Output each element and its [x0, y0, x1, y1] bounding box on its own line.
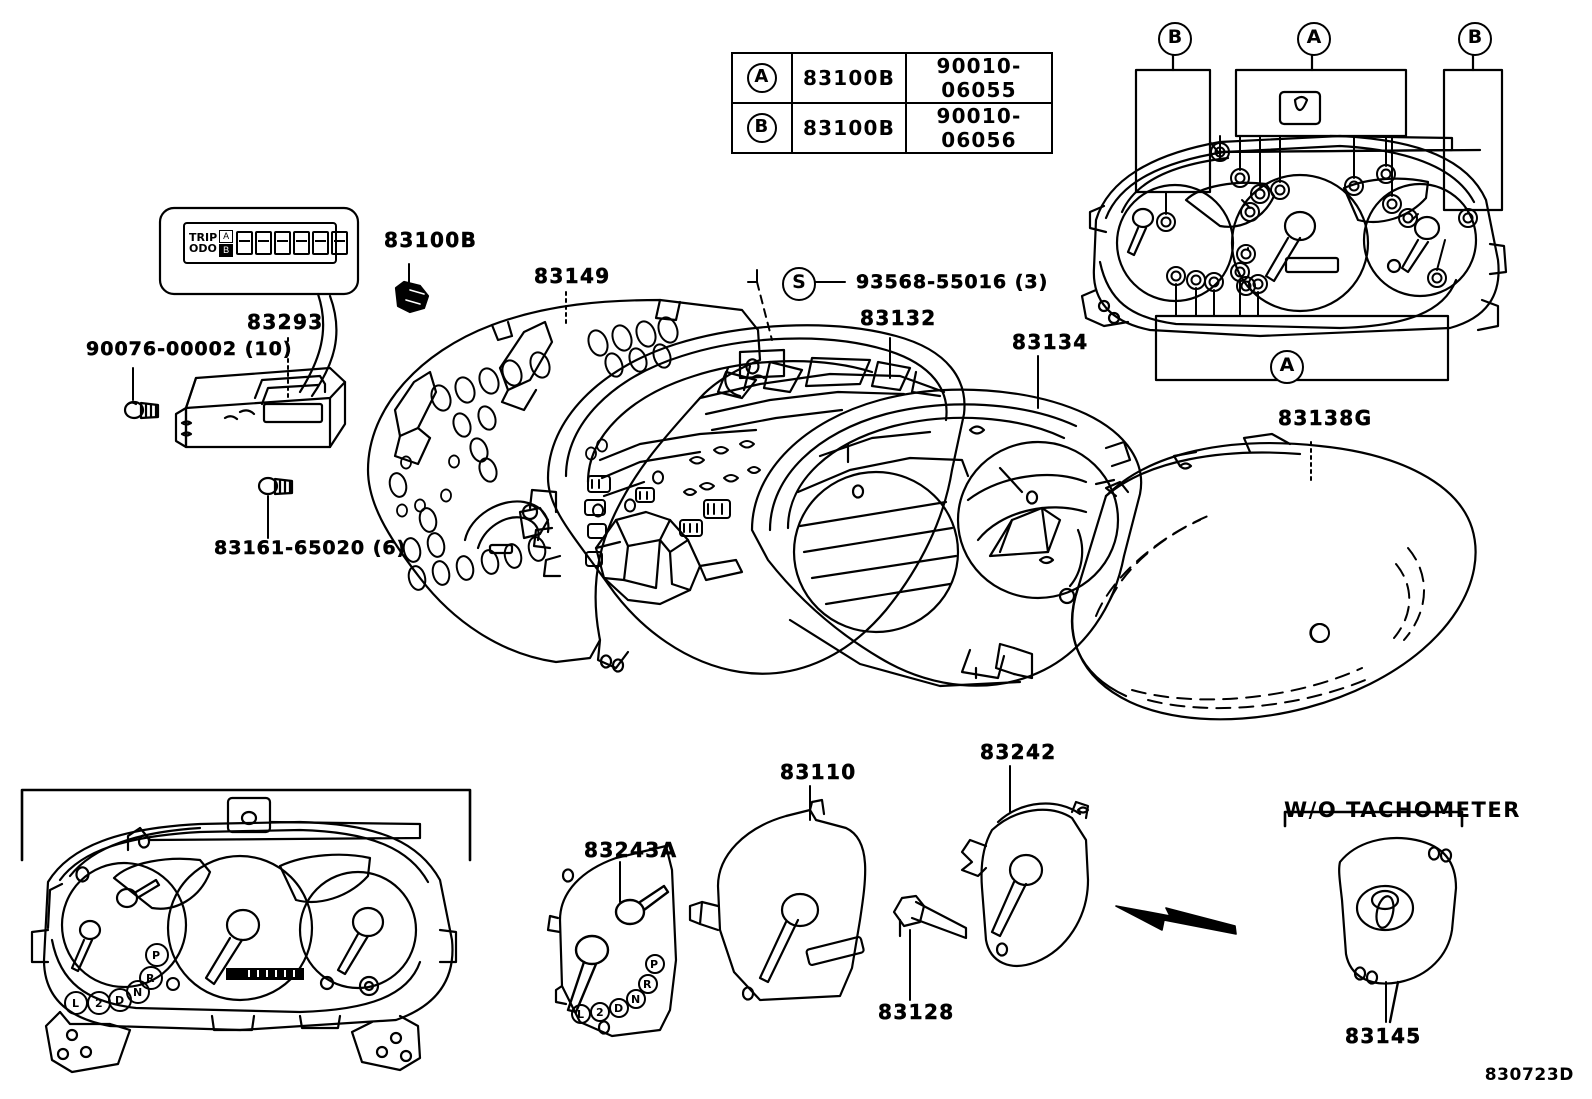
digit — [312, 231, 330, 255]
label-93568-55016: 93568-55016 (3) — [856, 271, 1049, 294]
screw-83161 — [257, 476, 294, 496]
legend-part-cell: 83100B — [791, 102, 907, 154]
plate-gear-p: P — [650, 958, 659, 971]
gear-indicator-r: R — [146, 972, 155, 985]
part-83138g-lens — [994, 432, 1477, 721]
part-83145-emblem — [1338, 836, 1458, 985]
part-83242-gauge — [960, 800, 1090, 967]
part-83149-plate — [366, 298, 762, 664]
gear-indicator-p: P — [152, 949, 161, 962]
trip-odo-lcd-display: TRIP ODO A B — [183, 222, 349, 264]
label-83145: 83145 — [1345, 1024, 1422, 1049]
selector-a: A — [219, 229, 234, 243]
trip-label: TRIP — [189, 231, 218, 244]
selector-b: B — [219, 243, 234, 257]
ref-marker-a-bottom: A — [1270, 350, 1304, 384]
ref-circle-b: B — [747, 113, 777, 143]
label-83138g: 83138G — [1278, 406, 1373, 431]
plate-gear-d: D — [614, 1002, 624, 1015]
label-83128: 83128 — [878, 1000, 955, 1025]
legend-ref-cell: A — [731, 52, 793, 104]
label-83100b: 83100B — [384, 228, 478, 253]
plate-gear-2: 2 — [596, 1006, 604, 1019]
label-83134: 83134 — [1012, 330, 1089, 355]
odo-label: ODO — [189, 242, 217, 255]
label-83242: 83242 — [980, 740, 1057, 765]
gear-indicator-n: N — [133, 986, 143, 999]
ref-marker-b-right: B — [1458, 22, 1492, 56]
part-83134-ring — [750, 388, 1143, 688]
s-arrowhead — [747, 269, 758, 283]
part-83243a-plate — [546, 844, 678, 1038]
label-83293: 83293 — [247, 310, 324, 335]
part-83110-gauge — [688, 798, 867, 1002]
assembled-cluster-inset — [20, 788, 472, 1074]
plate-gear-r: R — [643, 978, 652, 991]
inset-odometer-strip — [226, 968, 304, 980]
table-row: B 83100B 90010-06056 — [731, 102, 1053, 154]
ref-marker-b-left: B — [1158, 22, 1192, 56]
odometer-digits — [236, 231, 349, 255]
gear-indicator-2: 2 — [95, 997, 103, 1010]
label-83149: 83149 — [534, 264, 611, 289]
label-83243a: 83243A — [584, 838, 678, 863]
screw-90076 — [123, 400, 160, 420]
legend-part-cell: 83100B — [791, 52, 907, 104]
wo-tachometer-bracket — [1283, 810, 1464, 828]
legend-number-cell: 90010-06055 — [905, 52, 1053, 104]
digit — [293, 231, 311, 255]
label-83110: 83110 — [780, 760, 857, 785]
label-83132: 83132 — [860, 306, 937, 331]
wo-tachometer-note: W/O TACHOMETER — [1284, 798, 1521, 822]
lcd-bezel — [158, 206, 360, 296]
ref-marker-s-screw: S — [782, 267, 816, 301]
diagram-code: 830723D — [1484, 1065, 1574, 1085]
assembly-arrow — [1115, 905, 1237, 935]
legend-number-cell: 90010-06056 — [905, 102, 1053, 154]
meter-module-body — [184, 366, 347, 449]
lcd-trip-odo-labels: TRIP ODO — [185, 232, 217, 254]
label-90076-00002: 90076-00002 (10) — [86, 338, 293, 361]
plate-gear-l: L — [577, 1008, 585, 1021]
digit — [255, 231, 273, 255]
legend-ref-cell: B — [731, 102, 793, 154]
exploded-cluster-top-right — [1080, 50, 1508, 382]
label-83161-65020: 83161-65020 (6) — [214, 537, 407, 560]
part-83128-needle — [892, 894, 968, 940]
digit — [236, 231, 254, 255]
ref-circle-a: A — [747, 63, 777, 93]
gear-indicator-d: D — [115, 994, 125, 1007]
gear-indicator-l: L — [72, 997, 80, 1010]
table-row: A 83100B 90010-06055 — [731, 52, 1053, 104]
part-83132-housing — [532, 324, 966, 675]
clip-83100b — [394, 280, 430, 314]
reference-legend-table: A 83100B 90010-06055 B 83100B 90010-0605… — [731, 52, 1053, 154]
plate-gear-n: N — [631, 993, 641, 1006]
digit — [274, 231, 292, 255]
ref-marker-a-top: A — [1297, 22, 1331, 56]
trip-selector-group: A B — [219, 229, 234, 257]
digit — [331, 231, 349, 255]
